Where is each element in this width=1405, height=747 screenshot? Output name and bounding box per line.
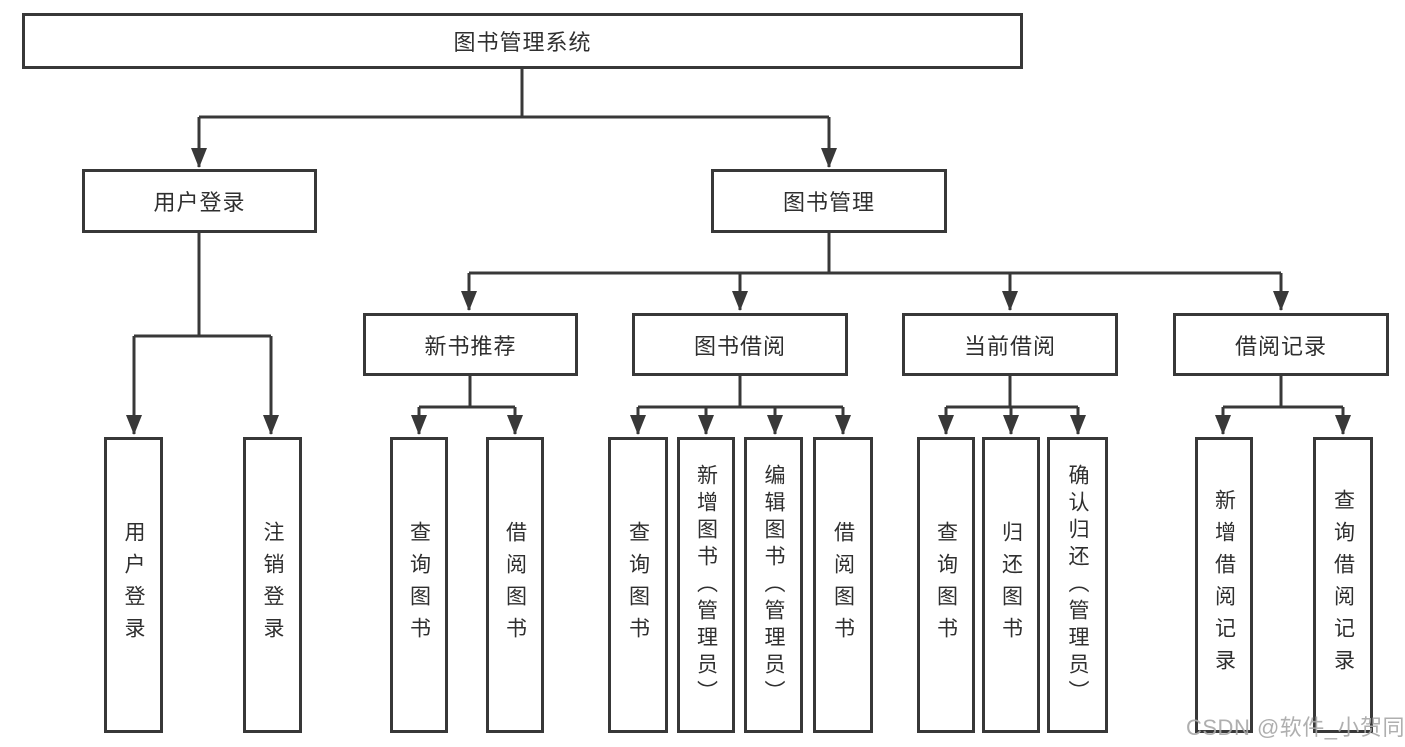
node-borrow-records: 借阅记录: [1173, 313, 1389, 376]
leaf-borrow-books-1-label: 借阅图书: [503, 521, 527, 649]
leaf-query-books-3: 查询图书: [917, 437, 975, 733]
leaf-borrow-books-2: 借阅图书: [813, 437, 873, 733]
leaf-query-books-2-label: 查询图书: [626, 521, 650, 649]
node-current-borrow: 当前借阅: [902, 313, 1118, 376]
leaf-confirm-return-admin: 确认归还（管理员）: [1047, 437, 1108, 733]
node-user-login: 用户登录: [82, 169, 317, 233]
node-new-book-recommend: 新书推荐: [363, 313, 578, 376]
node-current-borrow-label: 当前借阅: [963, 333, 1056, 359]
node-borrow-records-label: 借阅记录: [1234, 333, 1327, 359]
leaf-logout: 注销登录: [243, 437, 302, 733]
leaf-add-book-admin-label: 新增图书（管理员）: [694, 463, 718, 707]
leaf-query-books-1-label: 查询图书: [407, 521, 431, 649]
leaf-confirm-return-admin-label: 确认归还（管理员）: [1066, 463, 1090, 707]
node-book-borrow-label: 图书借阅: [693, 333, 786, 359]
node-user-login-label: 用户登录: [153, 190, 246, 215]
leaf-add-borrow-record-label: 新增借阅记录: [1212, 489, 1236, 681]
leaf-user-login-label: 用户登录: [122, 521, 146, 649]
node-book-management: 图书管理: [711, 169, 947, 233]
leaf-borrow-books-2-label: 借阅图书: [831, 521, 855, 649]
node-root-label: 图书管理系统: [453, 30, 592, 55]
leaf-return-book: 归还图书: [982, 437, 1040, 733]
leaf-user-login: 用户登录: [104, 437, 163, 733]
leaf-add-borrow-record: 新增借阅记录: [1195, 437, 1253, 733]
leaf-logout-label: 注销登录: [261, 521, 285, 649]
node-book-borrow: 图书借阅: [632, 313, 848, 376]
leaf-return-book-label: 归还图书: [999, 521, 1023, 649]
leaf-query-borrow-record: 查询借阅记录: [1313, 437, 1373, 733]
leaf-edit-book-admin-label: 编辑图书（管理员）: [762, 463, 786, 707]
watermark: CSDN @软件_小贺同学: [1186, 715, 1405, 740]
leaf-add-book-admin: 新增图书（管理员）: [677, 437, 735, 733]
leaf-edit-book-admin: 编辑图书（管理员）: [744, 437, 803, 733]
node-book-management-label: 图书管理: [782, 190, 875, 215]
leaf-query-books-1: 查询图书: [390, 437, 448, 733]
leaf-query-books-2: 查询图书: [608, 437, 668, 733]
leaf-query-books-3-label: 查询图书: [934, 521, 958, 649]
leaf-query-borrow-record-label: 查询借阅记录: [1331, 489, 1355, 681]
leaf-borrow-books-1: 借阅图书: [486, 437, 544, 733]
node-root: 图书管理系统: [22, 13, 1023, 69]
node-new-book-recommend-label: 新书推荐: [424, 333, 517, 359]
tree-edges: [126, 69, 1351, 435]
